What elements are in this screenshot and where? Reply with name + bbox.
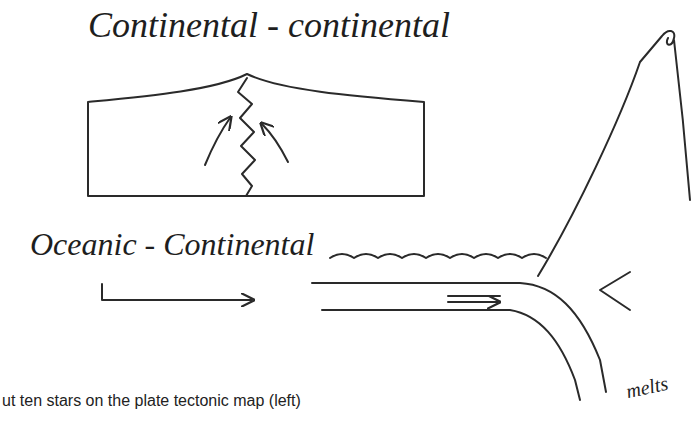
suture-zigzag [238, 78, 255, 196]
push-arrow-left [205, 118, 230, 165]
subduction-arrow [448, 296, 500, 302]
worksheet-text: ut ten stars on the plate tectonic map (… [2, 392, 301, 410]
sea-surface [330, 254, 546, 258]
section-heading: Continental - continental [88, 4, 450, 46]
oceanic-plate-bottom [322, 310, 580, 400]
continental-plate-volcano [538, 31, 690, 276]
plate-motion-arrow [102, 284, 252, 300]
section-heading: Oceanic - Continental [30, 226, 314, 263]
note-label: melts [624, 372, 670, 403]
push-arrow-right [262, 124, 288, 162]
oceanic-plate-top [312, 283, 606, 392]
collision-outline [88, 74, 424, 196]
continent-push-arrow [600, 272, 630, 310]
